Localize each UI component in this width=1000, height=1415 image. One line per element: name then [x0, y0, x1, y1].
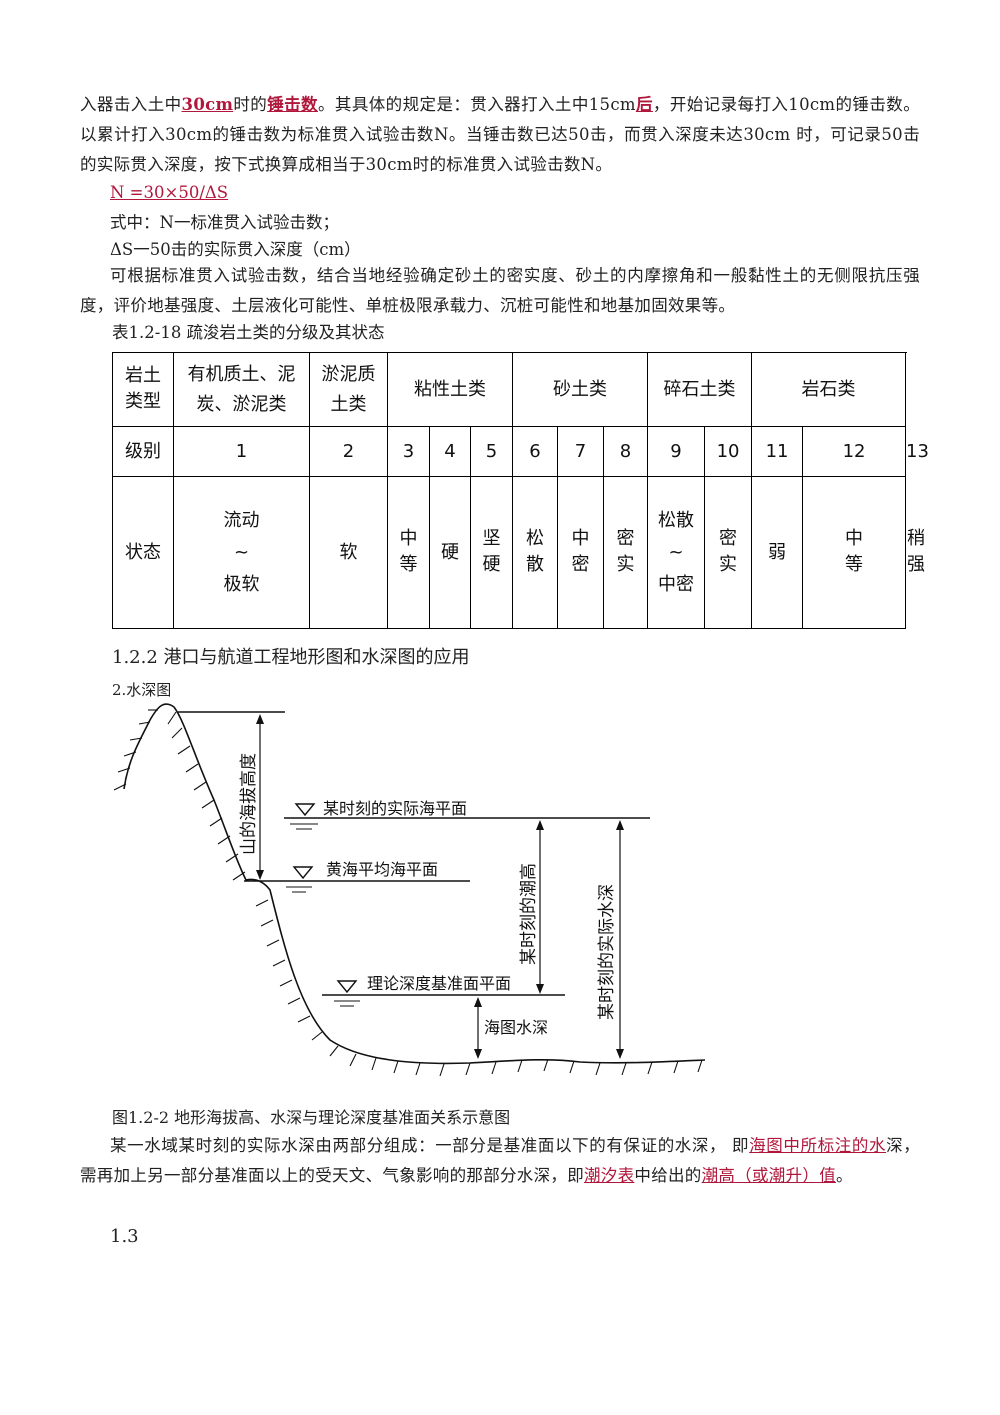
state-cell: 中等	[802, 476, 907, 629]
section-heading: 1.2.2 港口与航道工程地形图和水深图的应用	[112, 647, 470, 668]
label-mean-sea-level: 黄海平均海平面	[326, 860, 438, 879]
formula-where-n: 式中：N一标准贯入试验击数；	[110, 213, 339, 232]
state-cell: 弱	[751, 476, 804, 629]
state-cell: 软	[309, 476, 388, 629]
highlight-tide-table: 潮汐表	[584, 1166, 635, 1185]
terrain-profile	[123, 703, 706, 1065]
label-actual-sea-level: 某时刻的实际海平面	[323, 799, 467, 818]
text-span: 时的	[233, 95, 268, 114]
figure-caption: 图1.2-2 地形海拔高、水深与理论深度基准面关系示意图	[112, 1108, 511, 1127]
highlight-chart-depth: 海图中所标注的水	[749, 1136, 887, 1155]
level-cell: 9	[647, 426, 706, 477]
level-cell: 1	[173, 426, 310, 477]
type-gravel: 碎石土类	[647, 352, 753, 427]
level-cell: 6	[512, 426, 559, 477]
intro-paragraph: 入器击入土中30cm时的锤击数。其具体的规定是：贯入器打入土中15cm后，开始记…	[80, 90, 920, 180]
type-sand: 砂土类	[512, 352, 649, 427]
text-span: ，开始记录每打入10cm的锤击数。以累计打入30cm的锤击数为标准贯入试验击数N…	[80, 95, 920, 174]
state-cell: 流动~极软	[173, 476, 310, 629]
label-tide-height: 某时刻的潮高	[519, 863, 539, 965]
table-row-type: 岩土类型 有机质土、泥炭、淤泥类 淤泥质土类 粘性土类 砂土类 碎石土类 岩石类	[112, 352, 907, 427]
text-span: 中给出的	[634, 1166, 702, 1185]
label-chart-depth: 海图水深	[484, 1018, 548, 1037]
state-cell: 松散~中密	[647, 476, 706, 629]
sub-heading: 2.水深图	[112, 681, 172, 699]
depth-explanation-paragraph: 某一水域某时刻的实际水深由两部分组成：一部分是基准面以下的有保证的水深， 即海图…	[80, 1131, 920, 1191]
highlight-tide-height: 潮高（或潮升）值	[701, 1166, 837, 1185]
text-span: 深，需再加上另一部分基准面以上的受天文、气象影响的那部分水深，即	[80, 1136, 920, 1185]
label-datum-plane: 理论深度基准面平面	[367, 974, 511, 993]
next-section-heading: 1.3	[110, 1226, 139, 1247]
type-cohesive: 粘性土类	[386, 352, 514, 427]
level-cell: 10	[704, 426, 753, 477]
row-header-type: 岩土类型	[112, 352, 174, 427]
row-header-state: 状态	[112, 476, 174, 629]
highlight-after: 后	[635, 95, 653, 114]
level-cell: 3	[387, 426, 430, 477]
state-cell: 密实	[603, 476, 649, 629]
label-mountain-height: 山的海拔高度	[239, 753, 259, 855]
level-cell: 4	[429, 426, 471, 477]
text-span: 入器击入土中	[80, 95, 182, 114]
type-rock: 岩石类	[751, 352, 907, 427]
soil-classification-table: 岩土类型 有机质土、泥炭、淤泥类 淤泥质土类 粘性土类 砂土类 碎石土类 岩石类…	[112, 352, 929, 629]
text-span: 某一水域某时刻的实际水深由两部分组成：一部分是基准面以下的有保证的水深， 即	[110, 1136, 750, 1155]
table-caption: 表1.2-18 疏浚岩土类的分级及其状态	[112, 323, 385, 342]
formula-where-ds: ΔS一50击的实际贯入深度（cm）	[110, 240, 361, 259]
state-cell: 坚硬	[469, 476, 514, 629]
label-actual-depth: 某时刻的实际水深	[597, 884, 617, 1020]
state-cell: 密实	[704, 476, 753, 629]
text-span: 。	[836, 1166, 853, 1185]
formula: N =30×50/ΔS	[110, 183, 229, 202]
level-cell: 5	[469, 426, 514, 477]
text-span: 。其具体的规定是：贯入器打入土中15cm	[317, 95, 636, 114]
state-cell: 松散	[512, 476, 559, 629]
level-cell: 8	[603, 426, 649, 477]
type-organic: 有机质土、泥炭、淤泥类	[173, 352, 310, 427]
highlight-blow-count: 锤击数	[267, 95, 318, 114]
level-cell: 7	[557, 426, 605, 477]
table-row-level: 级别 1 2 3 4 5 6 7 8 9 10 11 12 13	[112, 426, 929, 477]
highlight-30cm: 30cm	[181, 95, 234, 114]
application-paragraph: 可根据标准贯入试验击数，结合当地经验确定砂土的密实度、砂土的内摩擦角和一般黏性土…	[80, 266, 920, 315]
table-row-state: 状态 流动~极软 软 中等 硬 坚硬 松散 中密 密实 松散~中密 密实 弱 中…	[112, 476, 925, 629]
